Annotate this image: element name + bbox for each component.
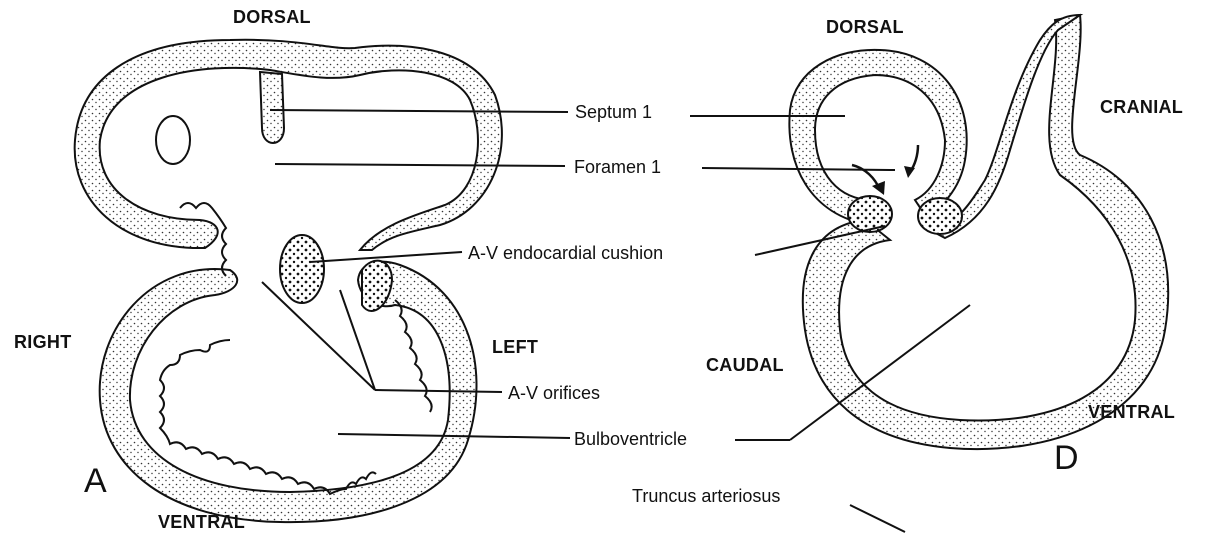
av-cushion-d-right <box>918 198 962 234</box>
av-cushion <box>280 235 324 303</box>
truncus-label: Truncus arteriosus <box>632 487 780 505</box>
leader-truncus <box>850 505 905 532</box>
septum-1 <box>260 72 284 143</box>
panel-a-right-label: RIGHT <box>14 333 72 351</box>
panel-a-left-label: LEFT <box>492 338 538 356</box>
leader-orifice-3 <box>375 390 502 392</box>
panel-d-ventral-label: VENTRAL <box>1088 403 1175 421</box>
panel-d-letter: D <box>1054 441 1079 475</box>
leader-foramen-left <box>275 164 565 166</box>
leader-foramen-right <box>702 168 895 170</box>
panel-a-dorsal-label: DORSAL <box>233 8 311 26</box>
leader-cushion-left <box>310 252 462 262</box>
orifices-label: A-V orifices <box>508 384 600 402</box>
panel-d-cranial-label: CRANIAL <box>1100 98 1183 116</box>
septum-label: Septum 1 <box>575 103 652 121</box>
atrium-wall <box>75 40 502 250</box>
panel-a-ventral-label: VENTRAL <box>158 513 245 531</box>
panel-d-heart <box>789 15 1168 449</box>
panel-a-letter: A <box>84 464 107 498</box>
leader-septum-left <box>270 110 568 112</box>
atrial-oval <box>156 116 190 164</box>
panel-d-dorsal-label: DORSAL <box>826 18 904 36</box>
panel-d-caudal-label: CAUDAL <box>706 356 784 374</box>
cushion-label: A-V endocardial cushion <box>468 244 663 262</box>
ventricle-wall <box>100 262 477 522</box>
arrowhead-left <box>872 181 885 195</box>
foramen-label: Foramen 1 <box>574 158 661 176</box>
arrowhead-right <box>904 166 915 178</box>
leader-orifice-1 <box>262 282 375 390</box>
bulboventricle-label: Bulboventricle <box>574 430 687 448</box>
av-cushion-d-left <box>848 196 892 232</box>
